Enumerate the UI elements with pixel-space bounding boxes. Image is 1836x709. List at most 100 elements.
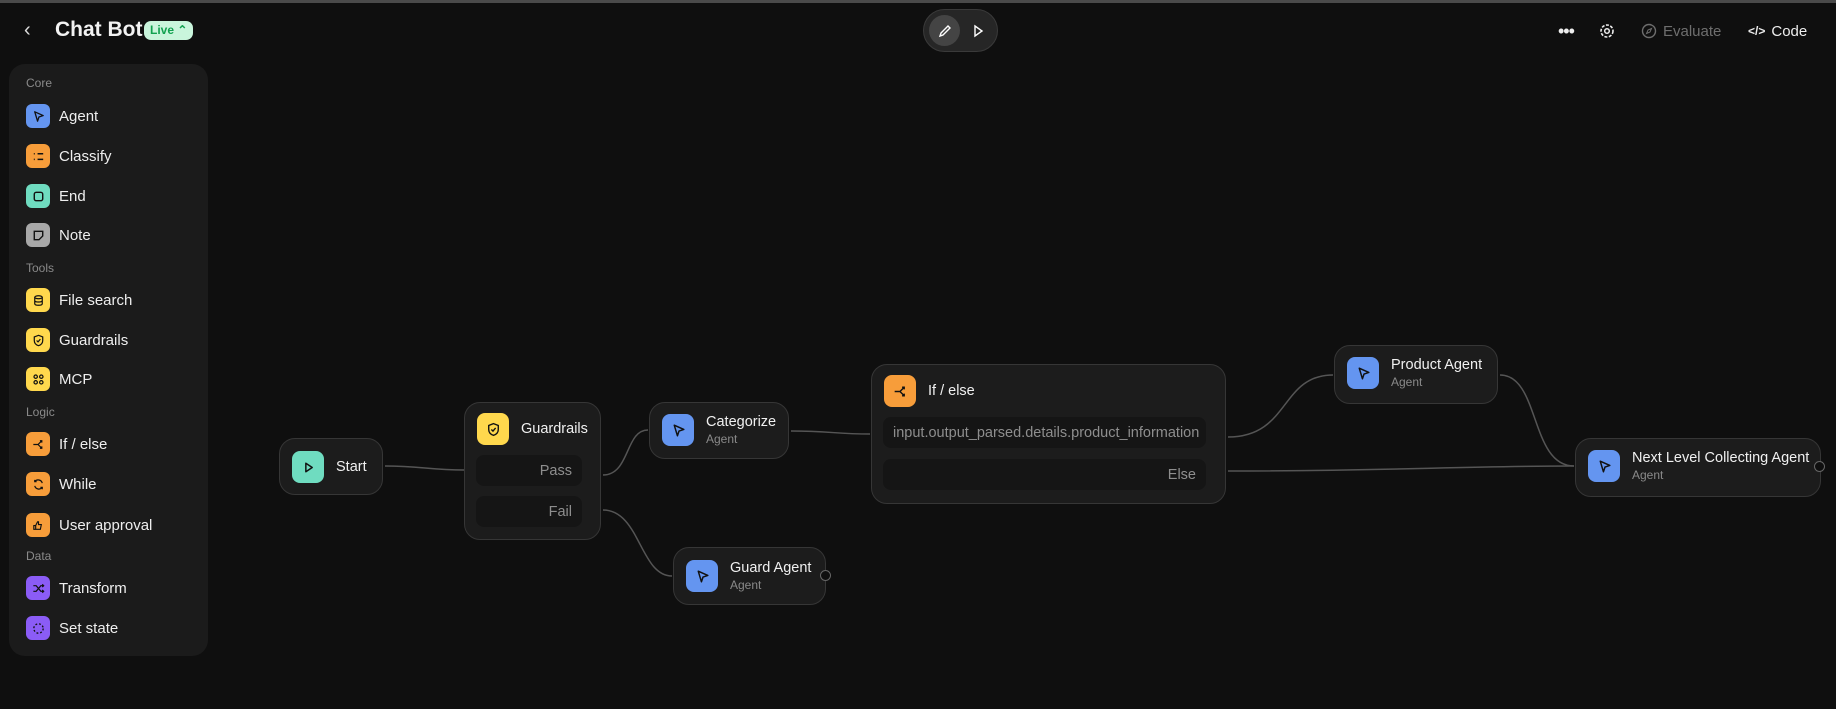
sidebar-item-file-search[interactable]: File search — [26, 286, 132, 314]
sidebar-item-end[interactable]: End — [26, 182, 86, 210]
sidebar-item-label: User approval — [59, 516, 153, 534]
edge-product-next[interactable] — [1499, 374, 1575, 467]
categorize-node-title: Categorize — [706, 414, 777, 430]
shield-icon — [33, 334, 43, 346]
evaluate-button[interactable]: Evaluate — [1641, 20, 1721, 42]
square-icon-tile — [26, 184, 50, 208]
sidebar-item-transform[interactable]: Transform — [26, 574, 127, 602]
sidebar-item-user-approval[interactable]: User approval — [26, 511, 152, 539]
next-agent-output-handle[interactable] — [1814, 461, 1825, 472]
sidebar-item-label: Guardrails — [59, 331, 129, 349]
sidebar-item-while[interactable]: While — [26, 470, 97, 498]
fail-branch[interactable]: Fail — [476, 496, 582, 527]
sidebar-section-logic: Logic — [26, 405, 55, 419]
cursor-icon — [33, 110, 44, 122]
sidebar-item-label: If / else — [59, 435, 108, 453]
mode-toggle — [923, 9, 998, 52]
sidebar-section-tools: Tools — [26, 261, 55, 275]
sidebar-item-if-else[interactable]: If / else — [26, 430, 107, 458]
sidebar-item-label: Classify — [59, 147, 112, 165]
branch-icon — [32, 439, 42, 449]
thumbs-icon-tile — [26, 513, 50, 537]
guard-agent-output-handle[interactable] — [820, 570, 831, 581]
sidebar-item-guardrails[interactable]: Guardrails — [26, 326, 128, 354]
database-icon — [33, 294, 43, 306]
status-badge[interactable]: Live ⌃ — [144, 21, 194, 40]
sidebar-item-label: While — [59, 475, 97, 493]
ifelse-node-text: If / else — [928, 383, 975, 399]
edge-categorize-ifelse[interactable] — [790, 430, 871, 435]
sidebar-item-label: Note — [59, 226, 91, 244]
sidebar-item-note[interactable]: Note — [26, 221, 91, 249]
loop-icon-tile — [26, 472, 50, 496]
categorize-node-icon-tile — [662, 414, 694, 446]
run-mode-button[interactable] — [962, 15, 993, 46]
sidebar-item-set-state[interactable]: Set state — [26, 614, 118, 642]
cursor-icon — [673, 423, 685, 437]
edge-else-next[interactable] — [1227, 465, 1575, 472]
more-button[interactable]: ••• — [1558, 20, 1575, 42]
edge-start-guardrails[interactable] — [384, 465, 465, 471]
settings-button[interactable] — [1598, 20, 1616, 42]
product-agent-node-subtitle: Agent — [1391, 375, 1423, 389]
sidebar-item-mcp[interactable]: MCP — [26, 365, 92, 393]
mcp-icon-tile — [26, 367, 50, 391]
code-button[interactable]: </> Code — [1748, 20, 1807, 42]
guardrails-node-icon-tile — [477, 413, 509, 445]
edge-condition-product[interactable] — [1227, 374, 1334, 438]
product-agent-node-title: Product Agent — [1391, 357, 1483, 373]
product-agent-node-icon-tile — [1347, 357, 1379, 389]
guardrails-node-title: Guardrails — [521, 421, 588, 437]
dashed-circle-icon — [32, 622, 44, 634]
dashed-circle-icon-tile — [26, 616, 50, 640]
sidebar-item-label: MCP — [59, 370, 93, 388]
start-node-text: Start — [336, 459, 367, 475]
sidebar-item-agent[interactable]: Agent — [26, 102, 98, 130]
window-top-border — [0, 0, 1836, 3]
play-icon — [304, 462, 313, 472]
mcp-icon — [32, 373, 44, 385]
loop-icon — [33, 478, 43, 490]
sidebar-item-label: Set state — [59, 619, 119, 637]
shuffle-icon — [32, 583, 45, 593]
sidebar-item-label: End — [59, 187, 86, 205]
start-node[interactable]: Start — [279, 438, 383, 495]
edge-fail-guard-agent[interactable] — [602, 509, 673, 577]
sidebar-item-classify[interactable]: Classify — [26, 142, 112, 170]
categorize-node-subtitle: Agent — [706, 432, 738, 446]
start-node-header: Start — [292, 451, 367, 483]
pass-branch[interactable]: Pass — [476, 455, 582, 486]
next-agent-node-title: Next Level Collecting Agent — [1632, 450, 1810, 466]
chevron-left-icon: ‹ — [24, 19, 31, 41]
ifelse-node-title: If / else — [928, 383, 975, 399]
edge-pass-categorize[interactable] — [602, 429, 649, 476]
ifelse-node[interactable]: If / else input.output_parsed.details.pro… — [871, 364, 1226, 504]
code-label: Code — [1771, 22, 1808, 40]
start-node-icon-tile — [292, 451, 324, 483]
sidebar-section-data: Data — [26, 549, 52, 563]
thumbs-icon — [32, 520, 42, 530]
play-icon — [973, 24, 983, 37]
code-icon: </> — [1748, 24, 1766, 38]
edit-mode-button[interactable] — [929, 15, 960, 46]
else-branch[interactable]: Else — [883, 459, 1206, 490]
cursor-icon — [697, 569, 709, 583]
condition-branch[interactable]: input.output_parsed.details.product_info… — [883, 417, 1206, 448]
back-button[interactable]: ‹ — [24, 20, 46, 42]
database-icon-tile — [26, 288, 50, 312]
shield-icon — [487, 422, 499, 436]
ifelse-node-header: If / else — [884, 375, 975, 407]
